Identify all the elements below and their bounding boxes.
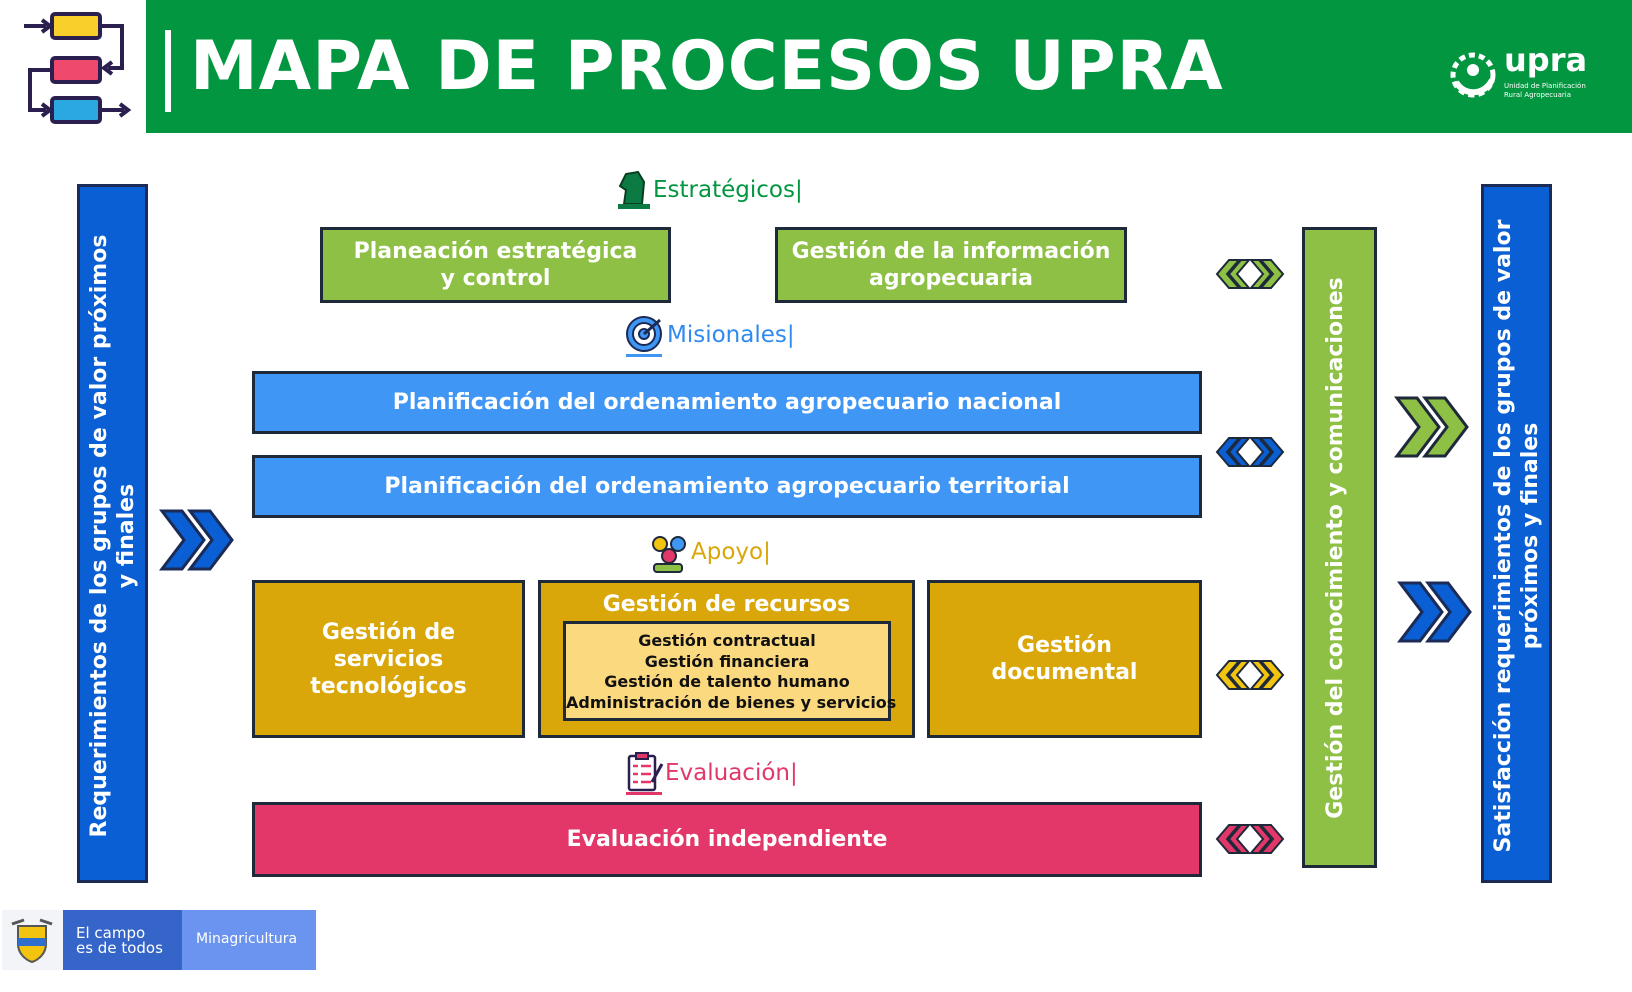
category-misionales: Misionales| <box>667 322 795 348</box>
category-estrategicos: Estratégicos| <box>653 177 803 203</box>
left-bar-text: Requerimientos de los grupos de valor pr… <box>87 234 139 838</box>
process-ordenamiento-nacional: Planificación del ordenamiento agropecua… <box>252 371 1202 434</box>
process-evaluacion-independiente: Evaluación independiente <box>252 802 1202 877</box>
subprocess-item: Gestión financiera <box>644 651 810 671</box>
page-title: MAPA DE PROCESOS UPRA <box>190 27 1224 106</box>
chess-knight-icon <box>618 170 650 209</box>
bidirectional-arrow-icon <box>1215 259 1285 289</box>
bidirectional-arrow-icon <box>1215 437 1285 467</box>
footer-ministry: Minagricultura <box>196 931 298 947</box>
process-ordenamiento-territorial: Planificación del ordenamiento agropecua… <box>252 455 1202 518</box>
header-bar <box>146 0 1632 133</box>
upra-brand: upra <box>1504 41 1588 79</box>
category-apoyo: Apoyo| <box>691 539 771 565</box>
subprocess-item: Administración de bienes y servicios <box>566 692 897 712</box>
title-separator <box>165 30 171 112</box>
upra-logo-icon <box>1450 52 1496 98</box>
bidirectional-arrow-icon <box>1215 660 1285 690</box>
subprocess-item: Gestión contractual <box>638 631 816 650</box>
process-gestion-recursos: Gestión de recursos Gestión contractual … <box>538 580 915 738</box>
process-flow-icon <box>24 12 132 124</box>
subprocess-item: Gestión de talento humano <box>604 672 850 691</box>
knowledge-bar-text: Gestión del conocimiento y comunicacione… <box>1323 277 1348 819</box>
recursos-title: Gestión de recursos <box>602 592 851 617</box>
category-evaluacion: Evaluación| <box>665 760 798 786</box>
right-satisfaction-bar: Satisfacción requerimientos de los grupo… <box>1481 184 1552 883</box>
knowledge-communications-bar: Gestión del conocimiento y comunicacione… <box>1302 227 1377 868</box>
bidirectional-arrow-icon <box>1215 824 1285 854</box>
chevron-right-icon <box>1396 581 1472 643</box>
chevron-right-icon <box>1393 396 1469 458</box>
target-icon <box>626 316 662 357</box>
chevron-right-icon <box>158 509 234 571</box>
left-requirements-bar: Requerimientos de los grupos de valor pr… <box>77 184 148 883</box>
team-support-icon <box>652 536 686 573</box>
coat-of-arms-icon <box>11 918 53 964</box>
right-bar-text: Satisfacción requerimientos de los grupo… <box>1491 219 1543 853</box>
recursos-subprocesses: Gestión contractual Gestión financiera G… <box>563 621 897 721</box>
footer-ministry-block <box>182 910 316 970</box>
footer-slogan-block <box>63 910 182 970</box>
checklist-icon <box>626 752 664 795</box>
